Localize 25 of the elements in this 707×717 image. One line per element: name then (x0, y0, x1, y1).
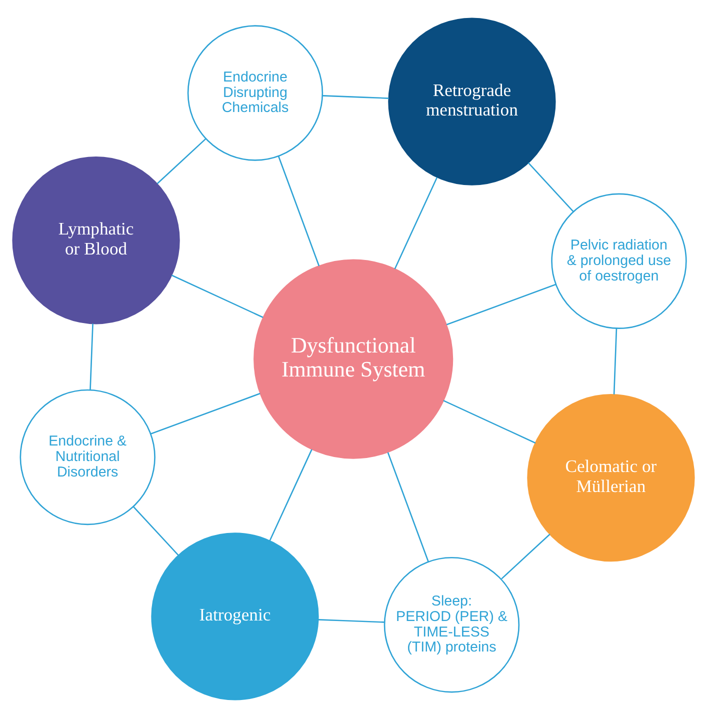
node-circle: Dysfunctional Immune System (254, 258, 454, 458)
node-circle: Endocrine Disrupting Chemicals (187, 24, 324, 160)
node-circle: Pelvic radiation & prolonged use of oestrogen (551, 192, 687, 328)
connector (443, 399, 536, 444)
connector (269, 448, 312, 541)
connector (150, 392, 260, 434)
connector (132, 506, 179, 556)
connector (528, 162, 574, 212)
node-circle: Celomatic or Müllerian (527, 393, 695, 562)
connector (156, 138, 206, 184)
connector (171, 274, 264, 318)
connector (322, 94, 389, 98)
connector (446, 283, 556, 325)
node-circle: Endocrine & Nutritional Disorders (20, 388, 156, 525)
node-circle: Iatrogenic (151, 532, 319, 700)
node-circle: Sleep: PERIOD (PER) & TIME-LESS (TIM) proteins (384, 556, 520, 692)
node-circle: Lymphatic or Blood (12, 156, 180, 324)
connector (387, 452, 429, 562)
node-circle: Retrograde menstruation (388, 17, 556, 185)
connector (501, 533, 550, 579)
connector (613, 328, 618, 394)
connector (318, 618, 384, 622)
connector (278, 156, 320, 266)
connector (394, 176, 438, 269)
connector (90, 323, 94, 390)
